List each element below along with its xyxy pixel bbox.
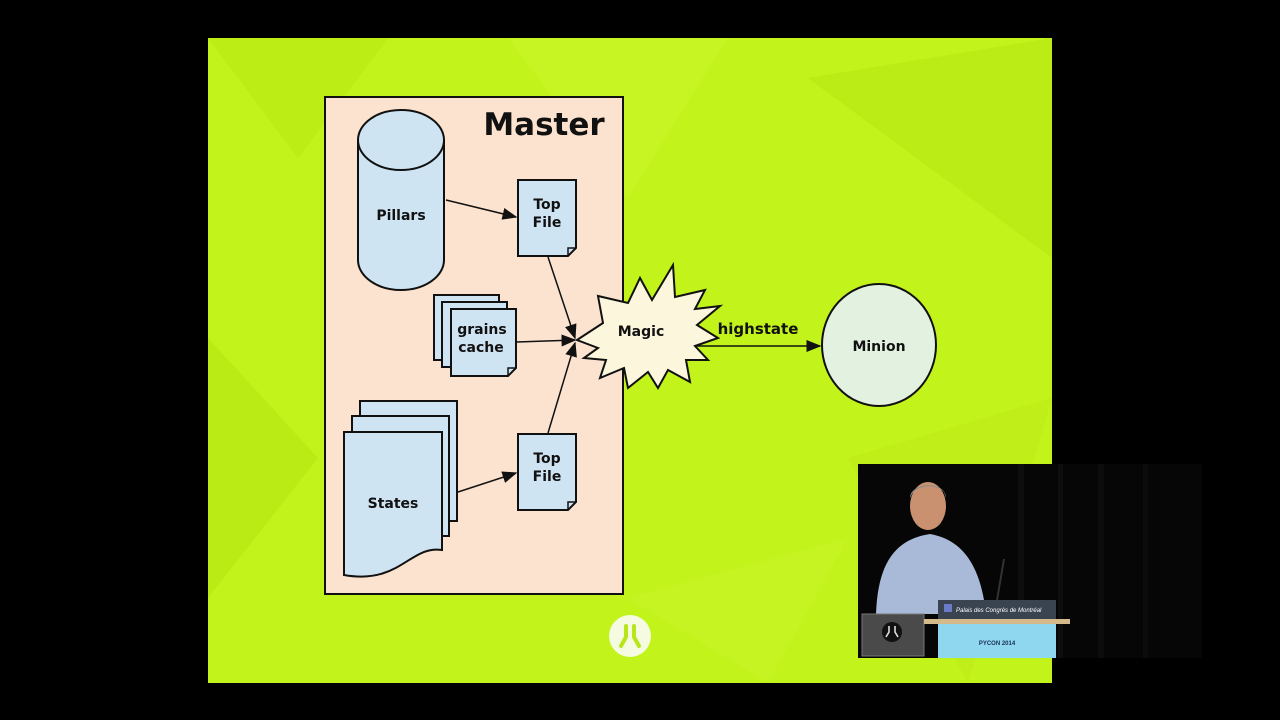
top-file-1: Top File (517, 179, 577, 257)
magic-label: Magic (618, 324, 665, 340)
magic-starburst: Magic (574, 261, 724, 390)
grains-cache-line2: cache (458, 340, 504, 356)
top-file-1-line1: Top (533, 197, 560, 213)
grains-cache-stack: grains cache (433, 294, 517, 377)
arrow-states-to-topfile (457, 471, 518, 493)
arrow-topfile1-to-magic (547, 256, 577, 340)
arrow-grains-to-magic (516, 334, 577, 347)
pillars-cylinder: Pillars (357, 109, 445, 291)
podium-sign-text: Palais des Congrès de Montréal (956, 608, 1042, 614)
states-stack: States (343, 400, 458, 578)
grains-cache-line1: grains (457, 322, 506, 338)
speaker-video-overlay: Palais des Congrès de Montréal PYCON 201… (858, 464, 1202, 658)
minion-label: Minion (852, 339, 905, 355)
top-file-2-line2: File (533, 469, 562, 485)
speaker (876, 482, 986, 614)
podium: Palais des Congrès de Montréal PYCON 201… (924, 600, 1070, 658)
top-file-2: Top File (517, 433, 577, 511)
pycon-logo-icon (609, 615, 651, 657)
minion-node: Minion (821, 283, 937, 407)
pillars-label: Pillars (376, 208, 425, 224)
highstate-label: highstate (718, 320, 799, 338)
states-label: States (368, 496, 419, 512)
top-file-1-line2: File (533, 215, 562, 231)
laptop (861, 613, 925, 657)
master-title: Master (483, 107, 605, 143)
podium-banner-text: PYCON 2014 (979, 641, 1016, 647)
arrow-topfile2-to-magic (547, 341, 577, 434)
arrow-pillars-to-topfile (445, 199, 518, 220)
top-file-2-line1: Top (533, 451, 560, 467)
